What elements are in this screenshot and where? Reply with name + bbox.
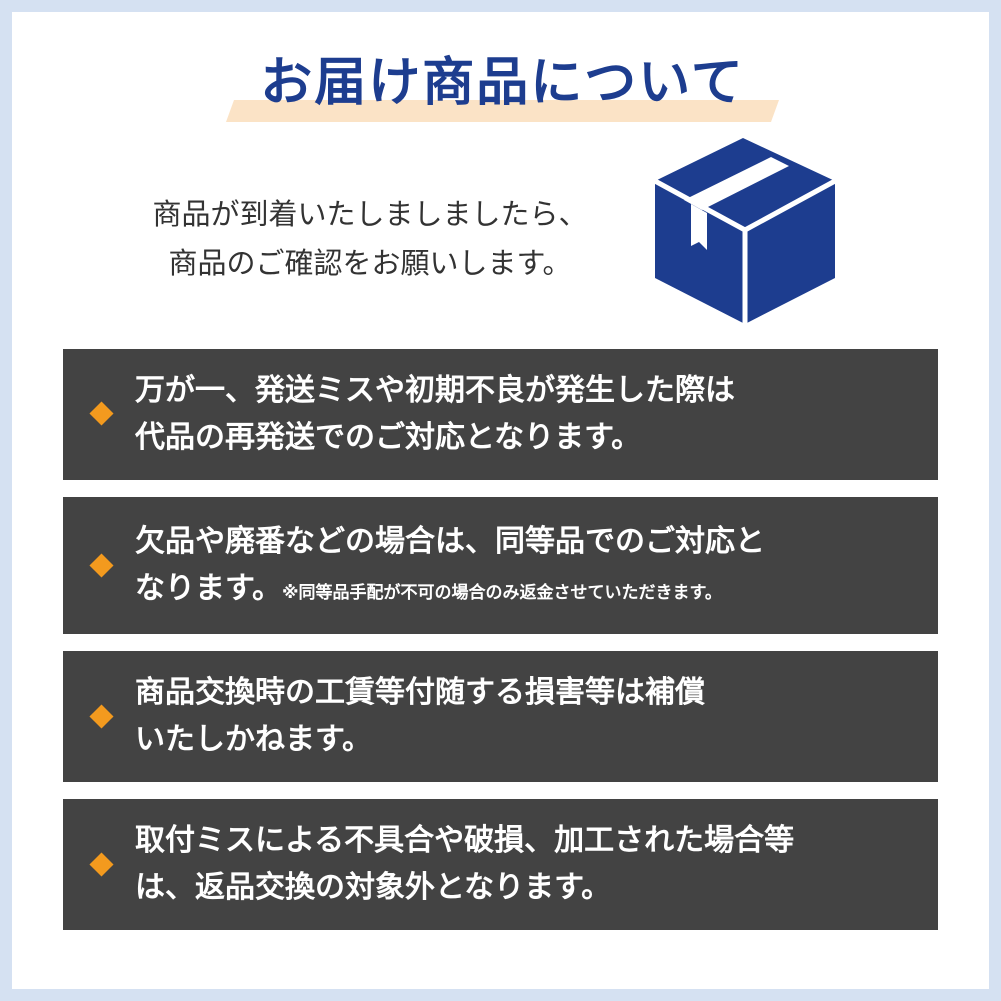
title-block: お届け商品について (225, 50, 780, 130)
notice-line-1: 欠品や廃番などの場合は、同等品でのご対応と (135, 524, 765, 559)
notice-line-1: 取付ミスによる不具合や破損、加工された場合等 (135, 823, 795, 858)
notice-line-1: 万が一、発送ミスや初期不良が発生した際は (135, 373, 735, 408)
intro-line-2: 商品のご確認をお願いします。 (168, 246, 572, 280)
page-title: お届け商品について (260, 53, 745, 113)
notice-footnote: ※同等品手配が不可の場合のみ返金させていただきます。 (282, 583, 722, 603)
notice-out-of-stock: 欠品や廃番などの場合は、同等品でのご対応と なります。※同等品手配が不可の場合の… (63, 497, 938, 634)
orange-diamond-icon (89, 704, 114, 729)
orange-diamond-icon (89, 401, 114, 426)
notice-labor-costs: 商品交換時の工賃等付随する損害等は補償 いたしかねます。 (63, 651, 938, 782)
intro-text: 商品が到着いたしましましたら、 商品のご確認をお願いします。 (120, 190, 620, 288)
notice-shipping-error: 万が一、発送ミスや初期不良が発生した際は 代品の再発送でのご対応となります。 (63, 349, 938, 480)
notice-line-2: なります。 (135, 571, 282, 606)
notice-installation-error: 取付ミスによる不具合や破損、加工された場合等 は、返品交換の対象外となります。 (63, 799, 938, 930)
intro-line-1: 商品が到着いたしましましたら、 (152, 197, 588, 231)
notice-line-1: 商品交換時の工賃等付随する損害等は補償 (135, 675, 705, 710)
notice-line-2: いたしかねます。 (135, 722, 372, 757)
notice-line-2: は、返品交換の対象外となります。 (135, 870, 612, 905)
orange-diamond-icon (89, 852, 114, 877)
orange-diamond-icon (89, 553, 114, 578)
package-box-icon (653, 138, 837, 324)
notice-line-2: 代品の再発送でのご対応となります。 (135, 420, 642, 455)
